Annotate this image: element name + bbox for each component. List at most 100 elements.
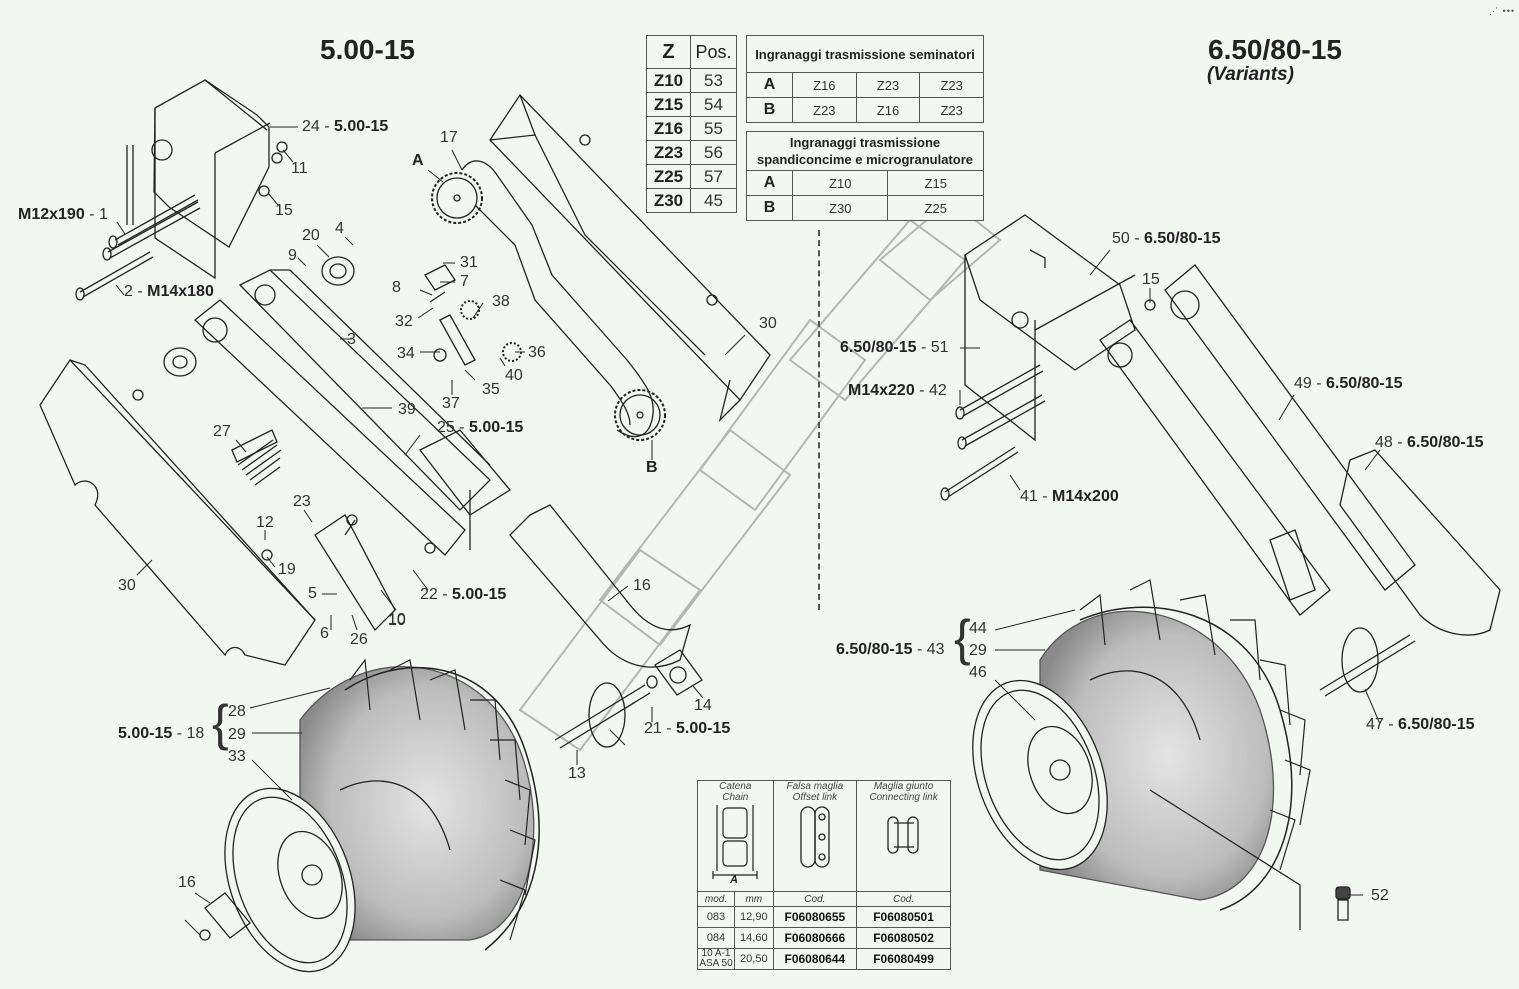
connecting-label-en: Connecting link [869, 792, 938, 803]
mm-header: mm [734, 891, 774, 907]
offset-link-header: Falsa maglia Offset link [772, 780, 858, 892]
callout-36: 36 [528, 344, 546, 361]
callout-42: M14x220 - 42 [848, 382, 947, 399]
gear-value: Z10 [791, 170, 889, 196]
chain-mod: 10 A-1 ASA 50 [697, 948, 735, 970]
hub-shaft-47 [1319, 627, 1416, 697]
tensioner-assembly [424, 264, 522, 366]
callout-41: 41 - M14x200 [1020, 488, 1119, 505]
callout-14: 14 [694, 697, 712, 714]
cod-header: Cod. [856, 891, 951, 907]
callout-48: 48 - 6.50/80-15 [1375, 434, 1484, 451]
support-arm-22 [509, 504, 692, 668]
row-label: B [746, 195, 793, 221]
callout-7: 7 [460, 273, 469, 290]
chain-mm: 12,90 [734, 906, 774, 928]
fert-title-line1: Ingranaggi trasmissione [789, 135, 941, 150]
callout-15: 15 [1142, 271, 1160, 288]
connecting-code: F06080501 [856, 906, 951, 928]
chain-label-en: Chain [722, 792, 749, 803]
cod-header: Cod. [772, 891, 858, 907]
chain-mod: 084 [697, 927, 735, 949]
callout-32: 32 [395, 313, 413, 330]
left-tire-28 [299, 666, 540, 951]
callout-4: 4 [335, 220, 344, 237]
callout-8: 8 [392, 279, 401, 296]
callout-1: M12x190 - 1 [18, 206, 108, 223]
chain-guard-30-lower [39, 358, 316, 666]
callout-52: 52 [1371, 887, 1389, 904]
mod-header: mod. [697, 891, 735, 907]
callout-26: 26 [350, 631, 368, 648]
pos-value: 55 [689, 116, 738, 141]
group-spec: 5.00-15 [118, 725, 173, 742]
gear-value: Z23 [919, 97, 984, 123]
callout-46: 46 [969, 664, 987, 681]
gear-value: Z30 [791, 195, 889, 221]
title-right-6.50-80-15: 6.50/80-15 [1208, 34, 1342, 65]
pos-value: 54 [689, 92, 738, 117]
callout-50: 50 - 6.50/80-15 [1112, 230, 1221, 247]
offset-link-icon [800, 806, 830, 868]
chain-dim-label: A [729, 874, 738, 883]
brace-icon: { [212, 695, 229, 751]
group-label-18: 5.00-15 - 18 [118, 725, 205, 742]
chain-17 [461, 160, 654, 438]
callout-19: 19 [278, 561, 296, 578]
connecting-label-it: Maglia giunto [873, 781, 934, 792]
offset-code: F06080644 [772, 948, 858, 970]
gearbox-housing-24 [126, 79, 271, 280]
bearing-16-shaft-21 [554, 649, 703, 749]
callout-39: 39 [398, 401, 416, 418]
callout-3: 3 [347, 331, 356, 348]
gear-value: Z15 [887, 170, 984, 196]
callout-22: 22 - 5.00-15 [420, 586, 507, 603]
z-header: Z [646, 35, 691, 69]
callout-51: 6.50/80-15 - 51 [840, 339, 949, 356]
brace-icon: { [954, 610, 971, 666]
row-label: A [746, 72, 793, 98]
callout-33: 33 [228, 748, 246, 765]
table-row: A Z16 Z23 Z23 [746, 72, 984, 98]
section-divider [818, 230, 820, 610]
offset-label-it: Falsa maglia [786, 781, 844, 792]
settings-dots-icon[interactable]: ⋰ ••• [1489, 6, 1515, 16]
connecting-code: F06080499 [856, 948, 951, 970]
connecting-link-icon [886, 816, 919, 854]
callout-29: 29 [969, 642, 987, 659]
callout-10: 10 [388, 612, 406, 629]
z-value: Z30 [646, 188, 691, 213]
chain-guard-30-upper [489, 93, 771, 423]
flange-20 [163, 256, 355, 377]
callout-25: 25 - 5.00-15 [437, 419, 524, 436]
left-rim-33 [224, 780, 451, 973]
callout-5: 5 [308, 585, 317, 602]
callout-16: 16 [633, 577, 651, 594]
pos-header: Pos. [689, 35, 738, 69]
callout-13: 13 [568, 765, 586, 782]
chain-header: Catena Chain A [697, 780, 774, 892]
z-value: Z23 [646, 140, 691, 165]
table-row: A Z10 Z15 [746, 170, 984, 196]
bolts-1-2 [75, 194, 201, 301]
row-label: A [746, 170, 793, 196]
callout-10: 10 [388, 611, 406, 628]
table-row: 084 14,60 F06080666 F06080502 [697, 927, 951, 949]
connecting-code: F06080502 [856, 927, 951, 949]
callout-29: 29 [228, 726, 246, 743]
group-num: 43 [926, 641, 945, 658]
offset-label-en: Offset link [792, 792, 838, 803]
callout-2: 2 - M14x180 [124, 283, 214, 300]
callout-37: 37 [442, 395, 460, 412]
callout-20: 20 [302, 227, 320, 244]
gear-value: Z23 [855, 72, 921, 98]
callout-27: 27 [213, 423, 231, 440]
gear-value: Z16 [792, 72, 857, 98]
offset-code: F06080666 [772, 927, 858, 949]
callout-35: 35 [482, 381, 500, 398]
